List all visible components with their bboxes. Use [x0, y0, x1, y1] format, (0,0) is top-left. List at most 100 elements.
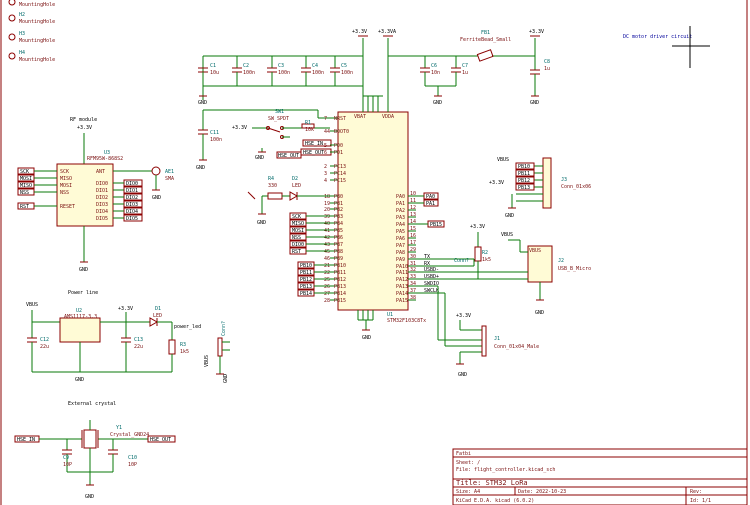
mcu-left-pin-name: PB5 — [334, 228, 343, 234]
mcu-left-pin-name: PB7 — [334, 242, 343, 248]
rf-right-pin: DIO4 — [96, 209, 108, 215]
rf-right-pin: DIO5 — [96, 216, 108, 222]
mcu-right-pin-num: 16 — [410, 233, 416, 239]
mcu-right-pin-num: 11 — [410, 198, 416, 204]
tb-size: Size: A4 — [456, 489, 480, 495]
r2-ref: R2 — [482, 250, 488, 256]
tb-rev: Rev: — [690, 489, 702, 495]
y1-ref: Y1 — [116, 425, 122, 431]
mcu-left-pin-num: 2 — [324, 164, 327, 170]
r1-ref: R1 — [305, 120, 311, 126]
rf-right-pin: DIO3 — [96, 202, 108, 208]
mcu-left-pin-num: 4 — [324, 178, 327, 184]
mcu-left-pin-name: PC13 — [334, 164, 346, 170]
mcu-left-pin-num: 41 — [324, 228, 330, 234]
mcu-left-pin-num: 6 — [324, 150, 327, 156]
mcu-left-pin-num: 21 — [324, 263, 330, 269]
mcu-left-pin-num: 26 — [324, 284, 330, 290]
j3-pb12: PB12 — [518, 178, 530, 184]
svg-text:NSS: NSS — [292, 235, 301, 241]
fb1-ref: FB1 — [481, 30, 490, 36]
j1-value: Conn_01x04_Male — [494, 344, 539, 350]
j2-ref: J2 — [558, 258, 564, 264]
d1-value: LED — [153, 313, 162, 319]
svg-text:10u: 10u — [210, 70, 219, 76]
power-led-net: power_led — [174, 324, 201, 330]
svg-text:DIO3: DIO3 — [126, 202, 138, 208]
mcu-right-pin-name: PA13 — [396, 284, 408, 290]
gnd-sw: GND — [255, 155, 264, 161]
svg-text:PA1: PA1 — [426, 201, 435, 207]
mcu-right-pin-name: PA2 — [396, 208, 405, 214]
mcu-left-pin-name: PB4 — [334, 221, 343, 227]
mcu-left-pin-num: 3 — [324, 171, 327, 177]
svg-text:DIO1: DIO1 — [126, 188, 138, 194]
j2-vbus-pin: VBUS — [529, 248, 541, 254]
svg-text:MOSI: MOSI — [20, 176, 32, 182]
mcu-right-pin-name: PA4 — [396, 222, 405, 228]
rf-module-body — [56, 163, 114, 227]
svg-text:C2: C2 — [243, 63, 249, 69]
gnd-c8: GND — [530, 100, 539, 106]
svg-text:C5: C5 — [341, 63, 347, 69]
mcu-right-pin-name: PA14 — [396, 291, 408, 297]
svg-text:MISO: MISO — [20, 183, 32, 189]
rf-ref: U3 — [104, 150, 110, 156]
mcu-right-pin-name: PA8 — [396, 250, 405, 256]
svg-text:SWDIO: SWDIO — [424, 281, 439, 287]
r3-ref: R3 — [180, 342, 186, 348]
pwr-3v3-rf: +3.3V — [77, 125, 92, 131]
c10-value: 10P — [128, 462, 137, 468]
svg-text:DIO0: DIO0 — [126, 181, 138, 187]
rf-left-pin: NSS — [60, 190, 69, 196]
conn-rx-ref: Conn? — [454, 258, 469, 264]
gnd-conn: GND — [223, 374, 229, 383]
svg-text:H4: H4 — [19, 50, 25, 56]
svg-text:MountingHole: MountingHole — [19, 38, 55, 44]
ae1-antenna — [113, 166, 161, 191]
mcu-left-pin-name: PB13 — [334, 284, 346, 290]
c11-capacitor — [198, 109, 330, 161]
mcu-left-pin-name: PC15 — [334, 178, 346, 184]
hse-out-crystal: HSE_OUT — [150, 437, 171, 443]
svg-text:RST: RST — [20, 204, 29, 210]
svg-text:C4: C4 — [312, 63, 318, 69]
mcu-body — [337, 111, 409, 311]
pwr-3v3a-top: +3.3VA — [378, 29, 396, 35]
mcu-right-pin-num: 29 — [410, 247, 416, 253]
u2-ref: U2 — [76, 308, 82, 314]
hse-out-text-mcu: HSE_OUT — [303, 150, 324, 156]
mcu-right-pin-num: 13 — [410, 212, 416, 218]
mcu-left-pin-num: 5 — [324, 143, 327, 149]
rf-right-net-labels: DIO0 DIO1 DIO2 DIO3 DIO4 DIO5 — [113, 179, 143, 222]
external-crystal-note: External crystal — [68, 401, 116, 407]
svg-text:MountingHole: MountingHole — [19, 19, 55, 25]
gnd-crystal: GND — [85, 494, 94, 500]
mcu-left-pin-num: 42 — [324, 235, 330, 241]
pwr-3v3-reg: +3.3V — [118, 306, 133, 312]
mcu-left-pin-name: PB10 — [334, 263, 346, 269]
mcu-pin-vbat: VBAT — [354, 114, 366, 120]
svg-text:PB13: PB13 — [300, 284, 312, 290]
mcu-left-pin-name: PB2 — [334, 207, 343, 213]
tb-kicad: KiCad E.D.A. kicad (6.0.2) — [456, 498, 534, 504]
mcu-right-pin-num: 31 — [410, 261, 416, 267]
svg-text:100n: 100n — [278, 70, 290, 76]
pwr-3v3-sw: +3.3V — [232, 125, 247, 131]
mcu-left-pin-name: PD0 — [334, 143, 343, 149]
vbus-power: VBUS — [26, 302, 38, 308]
mcu-top-pins — [362, 95, 389, 112]
svg-text:GND: GND — [198, 100, 207, 106]
mcu-right-pin-num: 38 — [410, 295, 416, 301]
mcu-value: STM32F103C8Tx — [387, 318, 426, 324]
mcu-left-pin-num: 28 — [324, 298, 330, 304]
r4-value: 330 — [268, 183, 277, 189]
mcu-right-pin-num: 33 — [410, 274, 416, 280]
svg-text:NSS: NSS — [20, 190, 29, 196]
mcu-ref: U1 — [387, 312, 393, 318]
pwr-3v3-j1: +3.3V — [456, 313, 471, 319]
svg-text:C3: C3 — [278, 63, 284, 69]
